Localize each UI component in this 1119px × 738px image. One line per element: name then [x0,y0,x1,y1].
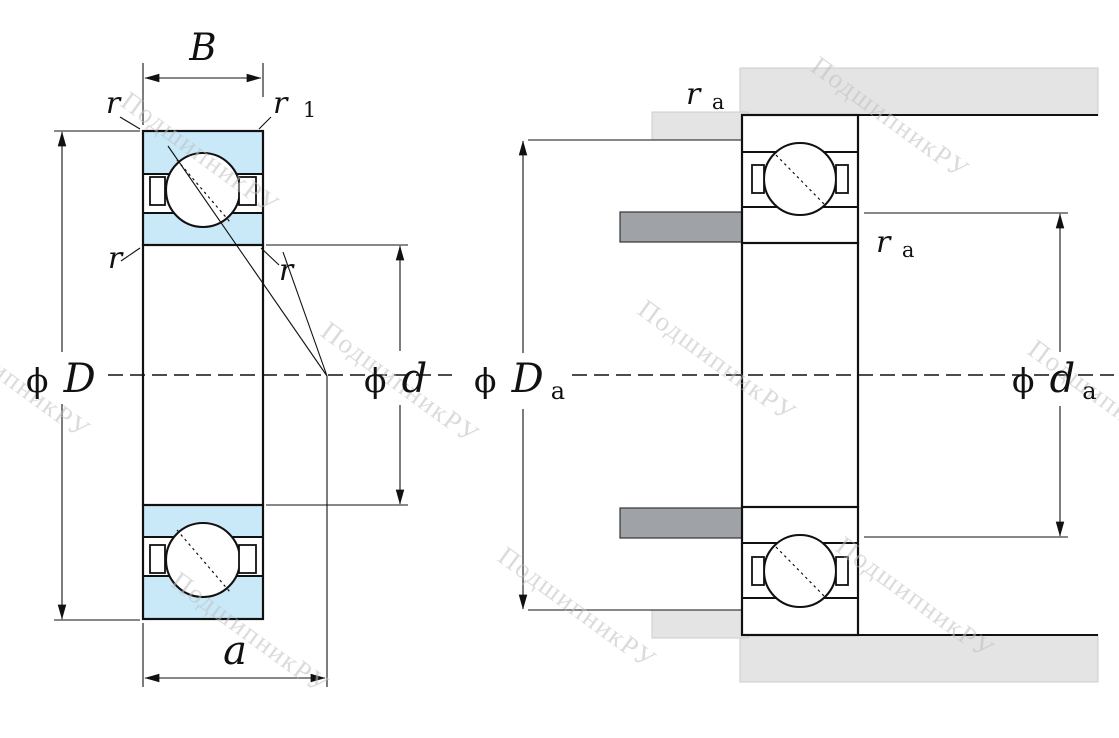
label-a: a [223,628,247,674]
watermark-text: ПодшипникРУ [493,540,662,675]
label-r1-base: r [273,86,289,121]
phi-symbol: ϕ [1012,361,1035,400]
label-r1-top-right: r 1 [273,86,316,122]
label-r-top-left: r [106,86,122,121]
housing-blocks [651,67,1099,683]
raceway-shoulder-lines [143,173,263,577]
housing-block-top [739,67,1099,116]
dimension-outer-diameter-D [54,130,140,621]
dimension-bore-d [266,244,408,506]
subscript-a: a [551,377,565,405]
label-phi-d: ϕ d [364,356,427,402]
letter-D: D [63,356,96,402]
ball-bottom [762,533,838,609]
phi-symbol: ϕ [474,361,497,400]
extension-lines [266,244,408,506]
cage-pocket [835,164,849,194]
subscript-a: a [1082,377,1096,405]
cage-pocket [751,556,765,586]
phi-symbol: ϕ [26,361,49,400]
housing-shoulder-top [651,111,749,141]
dimension-labels: B r r 1 r r ϕ D ϕ d a r a r a ϕ D a [26,26,1097,674]
cage-pocket [835,556,849,586]
letter-d: d [1050,356,1076,402]
label-r-mid-right: r [279,253,295,288]
extension-lines [864,212,1068,538]
dimensions [54,63,1068,687]
extension-lines [54,130,140,621]
shaft-shoulder-bottom [619,507,743,539]
housing-bore-lines [858,114,1098,636]
letter-d: d [402,356,428,402]
cage-pockets [149,176,257,574]
label-ra-base: r [686,77,702,112]
cage-pocket [751,164,765,194]
label-phi-da: ϕ d a [1012,356,1097,405]
cage-pocket [238,544,257,574]
top-section-border [141,129,265,247]
housing-block-bottom [739,634,1099,683]
watermark-text: ПодшипникРУ [633,293,802,428]
label-ra-subscript: a [902,238,915,262]
label-r-mid-left: r [108,241,124,276]
right-view-mounting [572,67,1114,683]
label-phi-D: ϕ D [26,356,96,402]
label-ra-subscript: a [712,90,725,114]
extension-lines [142,63,264,125]
cage-pocket [149,176,166,206]
housing-shoulder-bottom [651,609,749,639]
dimension-housing-Da [518,139,742,611]
cage-pocket [238,176,257,206]
ball-contact-axis-dotted [176,159,231,593]
contact-angle-lines [167,145,328,687]
left-view-bearing-section [108,129,452,687]
cage-pocket [149,544,166,574]
label-phi-Da: ϕ D a [474,356,565,405]
dimension-a [142,623,326,687]
label-ra-base: r [876,225,892,260]
label-ra-top: r a [686,77,724,114]
cage-pockets [751,164,849,586]
dimension-shaft-da [864,212,1068,538]
bottom-section-border [141,503,265,621]
label-r1-subscript: 1 [303,98,316,122]
fillet-radius-leaders [119,116,280,266]
letter-D: D [511,356,544,402]
extension-lines [528,139,742,611]
label-B: B [188,26,216,69]
phi-symbol: ϕ [364,361,387,400]
dimension-B [142,63,264,125]
shaft-shoulder-top [619,211,743,243]
raceway-shoulder-lines [742,151,858,599]
ball-top [762,141,838,217]
label-ra-mid: r a [876,225,914,262]
